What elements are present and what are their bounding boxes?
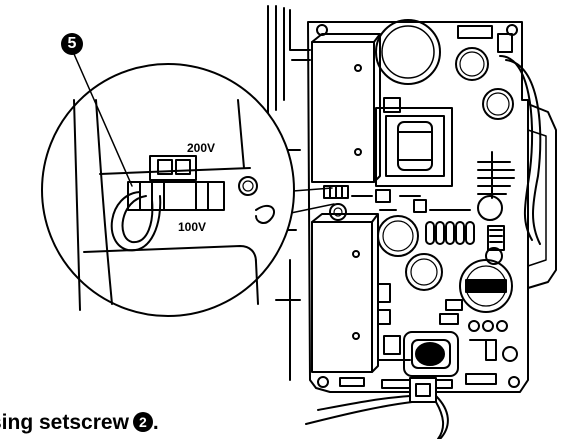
magnified-detail bbox=[41, 63, 295, 317]
diode-row bbox=[425, 221, 475, 245]
caption-main: sing setscrew bbox=[0, 411, 129, 434]
screw-hole-bottom-left bbox=[317, 376, 329, 388]
callout-number-badge: 5 bbox=[61, 33, 83, 55]
caption-end: . bbox=[152, 411, 159, 434]
side-bracket bbox=[527, 103, 557, 289]
board-connector bbox=[323, 185, 349, 221]
transformer bbox=[375, 107, 453, 187]
screw-hole-bottom-right bbox=[508, 376, 520, 388]
bottom-plug-wires bbox=[305, 377, 449, 440]
caption-number-badge: 2 bbox=[132, 412, 153, 432]
pcb-board-outline bbox=[307, 21, 529, 393]
large-capacitor bbox=[375, 19, 441, 85]
label-200v: 200V bbox=[187, 141, 215, 155]
bottom-connector bbox=[403, 331, 459, 377]
lower-relay-block bbox=[311, 213, 379, 373]
upper-relay-block bbox=[311, 33, 381, 183]
heatsink bbox=[477, 151, 515, 199]
wire-bundle bbox=[499, 55, 542, 245]
callout-leader-line bbox=[73, 53, 133, 187]
zoom-line-lower bbox=[285, 203, 335, 215]
label-100v: 100V bbox=[178, 220, 206, 234]
rotary-switch bbox=[459, 259, 513, 313]
